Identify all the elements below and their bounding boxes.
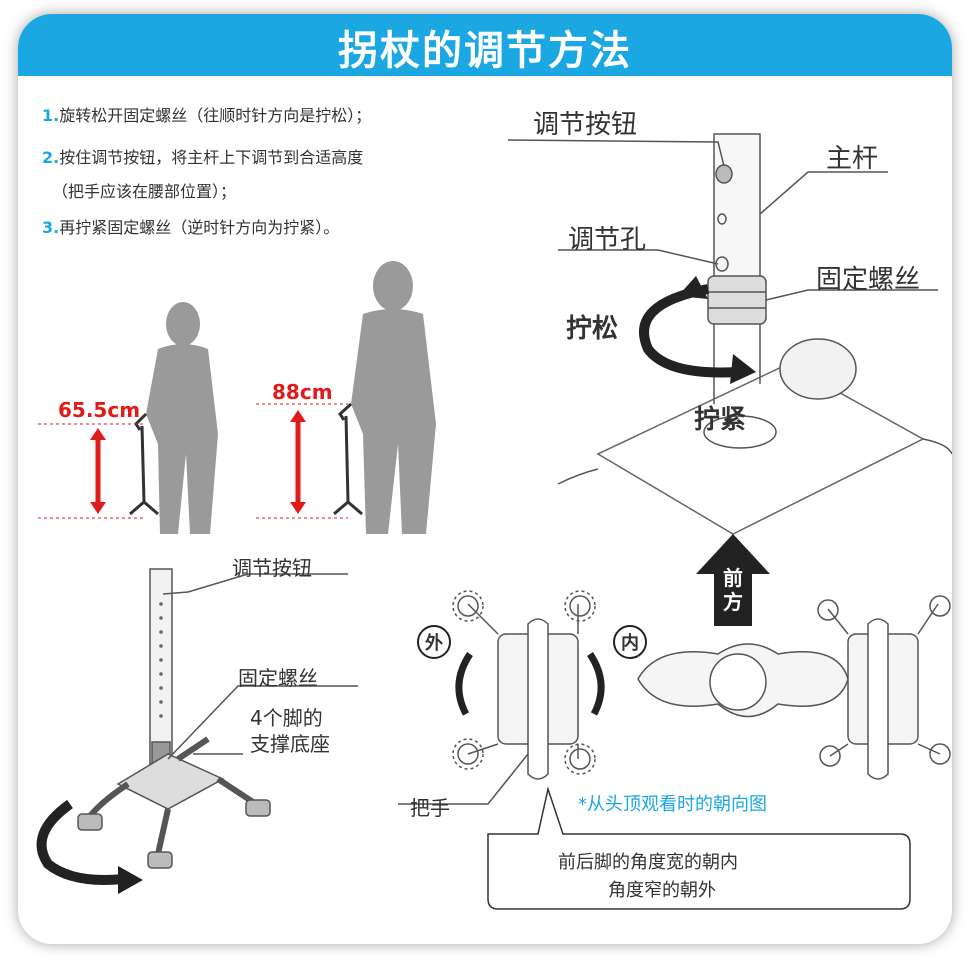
rotate-arrowhead	[118, 866, 143, 894]
inner-rotate-arrow	[587, 652, 605, 716]
top-view-diagram	[398, 590, 951, 910]
front-arrow-icon	[696, 534, 770, 626]
label-fix-screw: 固定螺丝	[816, 265, 921, 295]
pole-detail-diagram	[507, 133, 952, 535]
step-2-note: （把手应该在腰部位置）；	[52, 178, 236, 202]
step-2: 2.按住调节按钮，将主杆上下调节到合适高度	[42, 144, 363, 168]
step-number: 3.	[42, 218, 60, 237]
step-text: 旋转松开固定螺丝（往顺时针方向是拧松）；	[59, 106, 372, 125]
label-handle: 把手	[410, 796, 450, 820]
step-text: 按住调节按钮，将主杆上下调节到合适高度	[59, 148, 364, 167]
instruction-card: 拐杖的调节方法 1.旋转松开固定螺丝（往顺时针方向是拧松）； 2.按住调节按钮，…	[18, 14, 952, 944]
cane-tall	[333, 402, 363, 516]
diagram-graphics	[36, 133, 952, 910]
label-fix-screw-2: 固定螺丝	[238, 666, 318, 690]
label-loosen: 拧松	[566, 314, 619, 344]
step-number: 1.	[42, 106, 60, 125]
height-label-tall: 88cm	[272, 380, 333, 404]
label-adjust-button: 调节按钮	[533, 110, 638, 140]
page-title: 拐杖的调节方法	[338, 28, 632, 74]
height-label-short: 65.5cm	[58, 398, 141, 422]
step-1: 1.旋转松开固定螺丝（往顺时针方向是拧松）；	[42, 102, 371, 126]
label-base-line1: 4个脚的	[250, 706, 323, 730]
label-adjust-button-2: 调节按钮	[232, 556, 312, 580]
label-outer: 外	[425, 633, 443, 654]
label-base-line2: 支撑底座	[250, 732, 330, 756]
step-number: 2.	[42, 148, 60, 167]
height-arrowheads-tall	[290, 410, 306, 514]
outer-rotate-arrow	[455, 652, 473, 716]
label-inner: 内	[621, 633, 639, 654]
label-main-pole: 主杆	[826, 144, 879, 174]
adjust-holes	[159, 602, 163, 718]
step-text: 再拧紧固定螺丝（逆时针方向为拧紧）。	[59, 218, 340, 237]
label-tighten: 拧紧	[694, 405, 747, 435]
person-silhouette-short	[146, 302, 218, 534]
rotate-arrowhead	[730, 354, 756, 384]
top-view-caption: *从头顶观看时的朝向图	[578, 794, 767, 815]
note-line-1: 前后脚的角度宽的朝内	[558, 852, 738, 873]
cane-base-diagram	[77, 568, 358, 869]
note-line-2: 角度窄的朝外	[608, 880, 716, 901]
rotate-arrow	[36, 799, 124, 885]
label-front: 前方	[723, 566, 743, 614]
title-bar: 拐杖的调节方法	[18, 14, 952, 76]
step-3: 3.再拧紧固定螺丝（逆时针方向为拧紧）。	[42, 214, 339, 238]
person-silhouette-tall	[351, 261, 436, 534]
step-text: （把手应该在腰部位置）；	[52, 182, 237, 201]
rotate-arrowhead	[678, 276, 708, 299]
label-adjust-hole: 调节孔	[568, 225, 647, 255]
